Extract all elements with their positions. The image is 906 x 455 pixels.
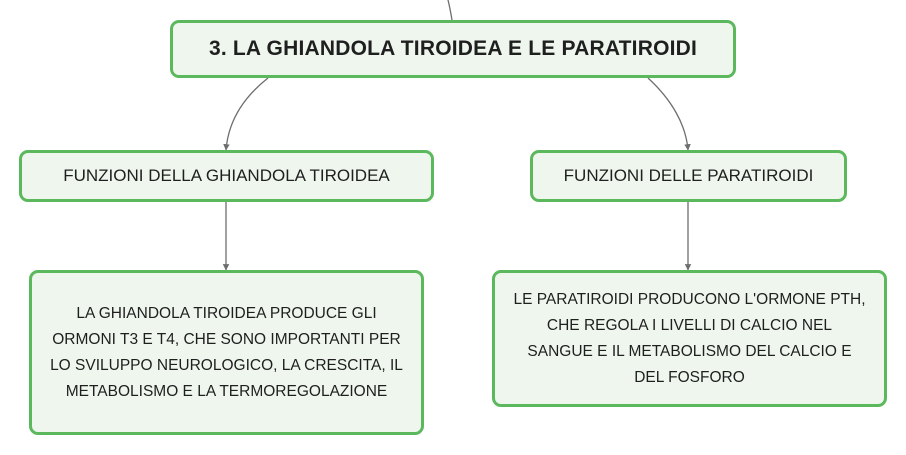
detail-node-thyroid[interactable]: LA GHIANDOLA TIROIDEA PRODUCE GLI ORMONI… bbox=[29, 270, 424, 435]
detail-text-parathyroid: LE PARATIROIDI PRODUCONO L'ORMONE PTH, C… bbox=[513, 290, 866, 386]
detail-text-thyroid: LA GHIANDOLA TIROIDEA PRODUCE GLI ORMONI… bbox=[50, 304, 403, 400]
root-topic-title: 3. LA GHIANDOLA TIROIDEA E LE PARATIROID… bbox=[208, 37, 698, 60]
detail-node-parathyroid[interactable]: LE PARATIROIDI PRODUCONO L'ORMONE PTH, C… bbox=[492, 270, 887, 407]
branch-node-parathyroid-functions[interactable]: FUNZIONI DELLE PARATIROIDI bbox=[530, 150, 847, 202]
branch-label-parathyroid: FUNZIONI DELLE PARATIROIDI bbox=[563, 166, 814, 185]
connector-parent-root bbox=[447, 0, 453, 21]
root-topic-node[interactable]: 3. LA GHIANDOLA TIROIDEA E LE PARATIROID… bbox=[170, 20, 736, 78]
connector-root-branch-1 bbox=[223, 77, 269, 151]
connector-root-branch-2 bbox=[647, 77, 691, 151]
branch-node-thyroid-functions[interactable]: FUNZIONI DELLA GHIANDOLA TIROIDEA bbox=[19, 150, 434, 202]
branch-label-thyroid: FUNZIONI DELLA GHIANDOLA TIROIDEA bbox=[63, 166, 390, 185]
